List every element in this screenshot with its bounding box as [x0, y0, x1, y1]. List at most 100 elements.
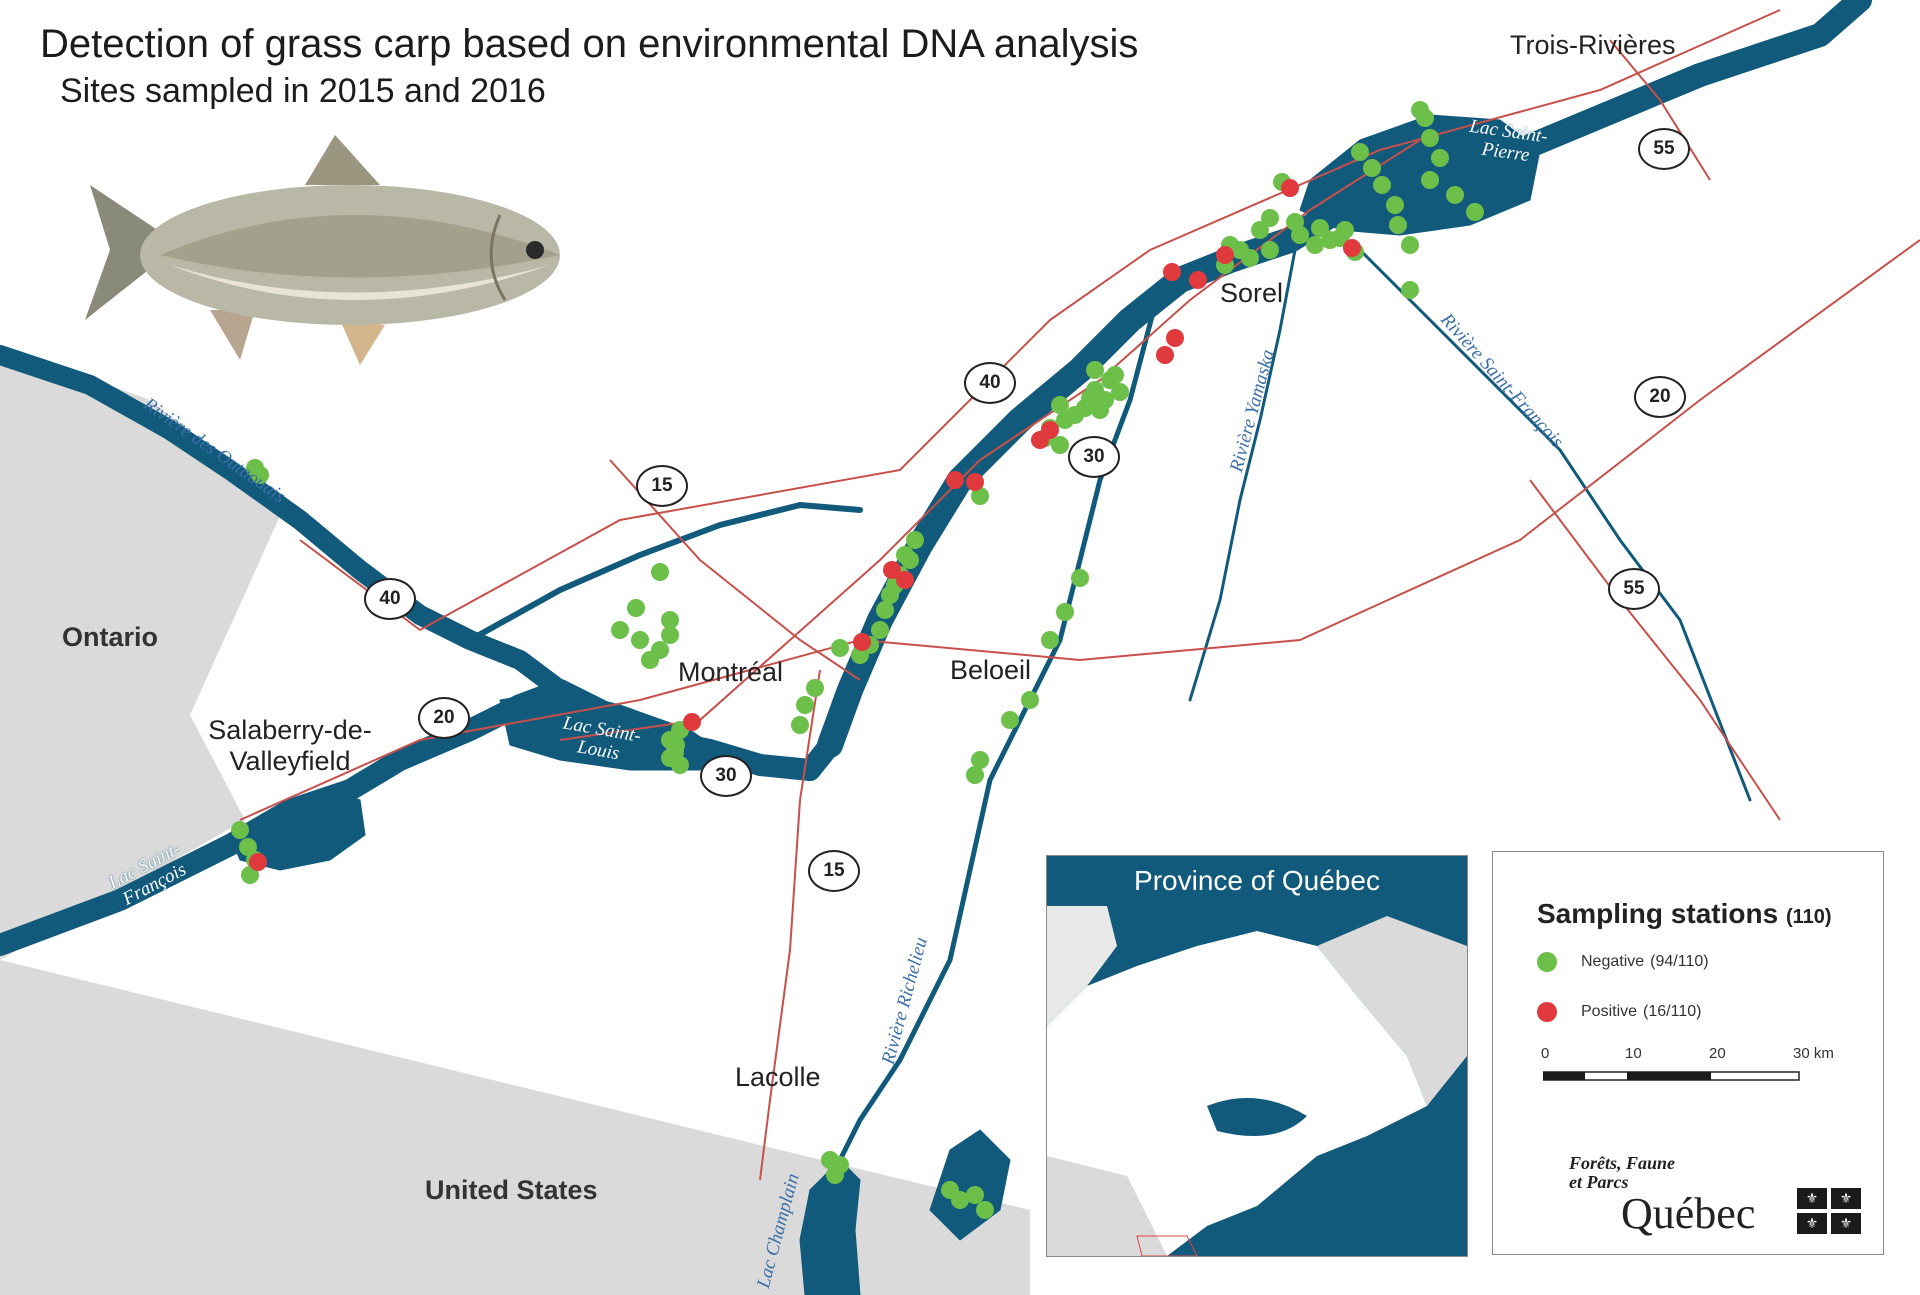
agency-line-2: et Parcs [1569, 1171, 1629, 1192]
negative-station-marker [1466, 203, 1484, 221]
negative-station-marker [1431, 149, 1449, 167]
negative-station-marker [1291, 226, 1309, 244]
negative-station-marker [1336, 221, 1354, 239]
road-15-north [609, 459, 861, 681]
legend-negative-label: Negative [1581, 953, 1645, 970]
negative-station-marker [1321, 231, 1339, 249]
negative-station-marker [1041, 631, 1059, 649]
positive-station-marker [683, 713, 701, 731]
lac-champlain [799, 1159, 861, 1295]
negative-station-marker [1446, 186, 1464, 204]
roads [239, 9, 1920, 1181]
legend-title-text: Sampling stations [1537, 898, 1779, 929]
positive-station-marker [1216, 246, 1234, 264]
highway-shield: 40 [364, 578, 416, 620]
scale-tick: 10 [1625, 1045, 1642, 1062]
negative-station-marker [791, 716, 809, 734]
negative-station-marker [796, 696, 814, 714]
positive-station-marker [853, 633, 871, 651]
legend-positive-count: (16/110) [1643, 1003, 1702, 1020]
negative-station-marker [1311, 219, 1329, 237]
region-united-states: United States [425, 1175, 598, 1205]
negative-marker-icon [1537, 952, 1557, 972]
negative-station-marker [1081, 389, 1099, 407]
positive-station-marker [883, 561, 901, 579]
negative-station-marker [906, 531, 924, 549]
negative-station-marker [1001, 711, 1019, 729]
road-40-north [299, 9, 1781, 632]
negative-station-marker [831, 639, 849, 657]
positive-station-marker [966, 473, 984, 491]
negative-station-marker [826, 1166, 844, 1184]
negative-station-marker [611, 621, 629, 639]
road-20 [239, 239, 1920, 821]
highway-shield: 30 [1068, 436, 1120, 478]
scale-tick: 30 km [1793, 1045, 1834, 1062]
negative-station-marker [1306, 236, 1324, 254]
legend-title: Sampling stations (110) [1537, 898, 1832, 930]
riviere-yamaska [1188, 248, 1297, 702]
negative-station-marker [1421, 129, 1439, 147]
ontario-land [0, 345, 285, 960]
negative-station-marker [651, 563, 669, 581]
agency-name: Forêts, Faune et Parcs [1569, 1154, 1675, 1192]
negative-station-marker [667, 736, 685, 754]
place-sorel: Sorel [1220, 278, 1284, 308]
negative-station-marker [966, 766, 984, 784]
legend-panel: Sampling stations (110) Negative (94/110… [1492, 851, 1884, 1255]
negative-station-marker [1351, 143, 1369, 161]
negative-station-marker [976, 1201, 994, 1219]
legend-negative: Negative (94/110) [1537, 952, 1709, 972]
highway-shield: 40 [964, 362, 1016, 404]
scale-tick: 0 [1541, 1045, 1550, 1062]
negative-station-marker [1251, 221, 1269, 239]
road-55-south [1529, 479, 1781, 821]
negative-station-marker [1411, 101, 1429, 119]
negative-station-marker [1261, 241, 1279, 259]
quebec-wordmark: Québec [1621, 1189, 1756, 1238]
map-title: Detection of grass carp based on environ… [40, 22, 1139, 66]
negative-station-marker [641, 651, 659, 669]
positive-station-marker [1189, 271, 1207, 289]
negative-station-marker [1051, 396, 1069, 414]
negative-station-marker [231, 821, 249, 839]
map-subtitle: Sites sampled in 2015 and 2016 [60, 72, 546, 110]
negative-station-marker [661, 611, 679, 629]
highway-shield: 15 [636, 465, 688, 507]
negative-station-marker [896, 546, 914, 564]
negative-station-marker [1111, 383, 1129, 401]
rivieres-nord [467, 502, 863, 643]
sampling-stations [231, 101, 1484, 1219]
negative-station-marker [1386, 196, 1404, 214]
st-lawrence-lower [1508, 0, 1872, 162]
positive-station-marker [1031, 431, 1049, 449]
negative-station-marker [251, 466, 269, 484]
positive-station-marker [946, 471, 964, 489]
scale-tick: 20 [1709, 1045, 1726, 1062]
negative-station-marker [1231, 241, 1249, 259]
negative-station-marker [1261, 209, 1279, 227]
negative-station-marker [971, 751, 989, 769]
place-salaberry-de-valleyfield: Salaberry-de-Valleyfield [208, 715, 372, 777]
road-55 [1609, 39, 1711, 181]
negative-station-marker [1401, 236, 1419, 254]
scale-bar [1543, 1071, 1800, 1081]
riviere-des-outaouais [0, 345, 570, 700]
fleur-de-lis-flag-icon: ⚜⚜⚜⚜ [1797, 1188, 1861, 1234]
positive-station-marker [1163, 263, 1181, 281]
inset-title: Province of Québec [1047, 856, 1467, 906]
place-montreal: Montréal [678, 657, 784, 687]
road-15-south [759, 669, 821, 1181]
inset-map: Province of Québec [1046, 855, 1468, 1257]
grass-carp-illustration [85, 135, 560, 365]
negative-station-marker [1373, 176, 1391, 194]
region-ontario: Ontario [62, 622, 159, 652]
negative-station-marker [951, 1191, 969, 1209]
negative-station-marker [661, 626, 679, 644]
negative-station-marker [631, 631, 649, 649]
negative-station-marker [1401, 281, 1419, 299]
positive-station-marker [1166, 329, 1184, 347]
negative-station-marker [241, 866, 259, 884]
